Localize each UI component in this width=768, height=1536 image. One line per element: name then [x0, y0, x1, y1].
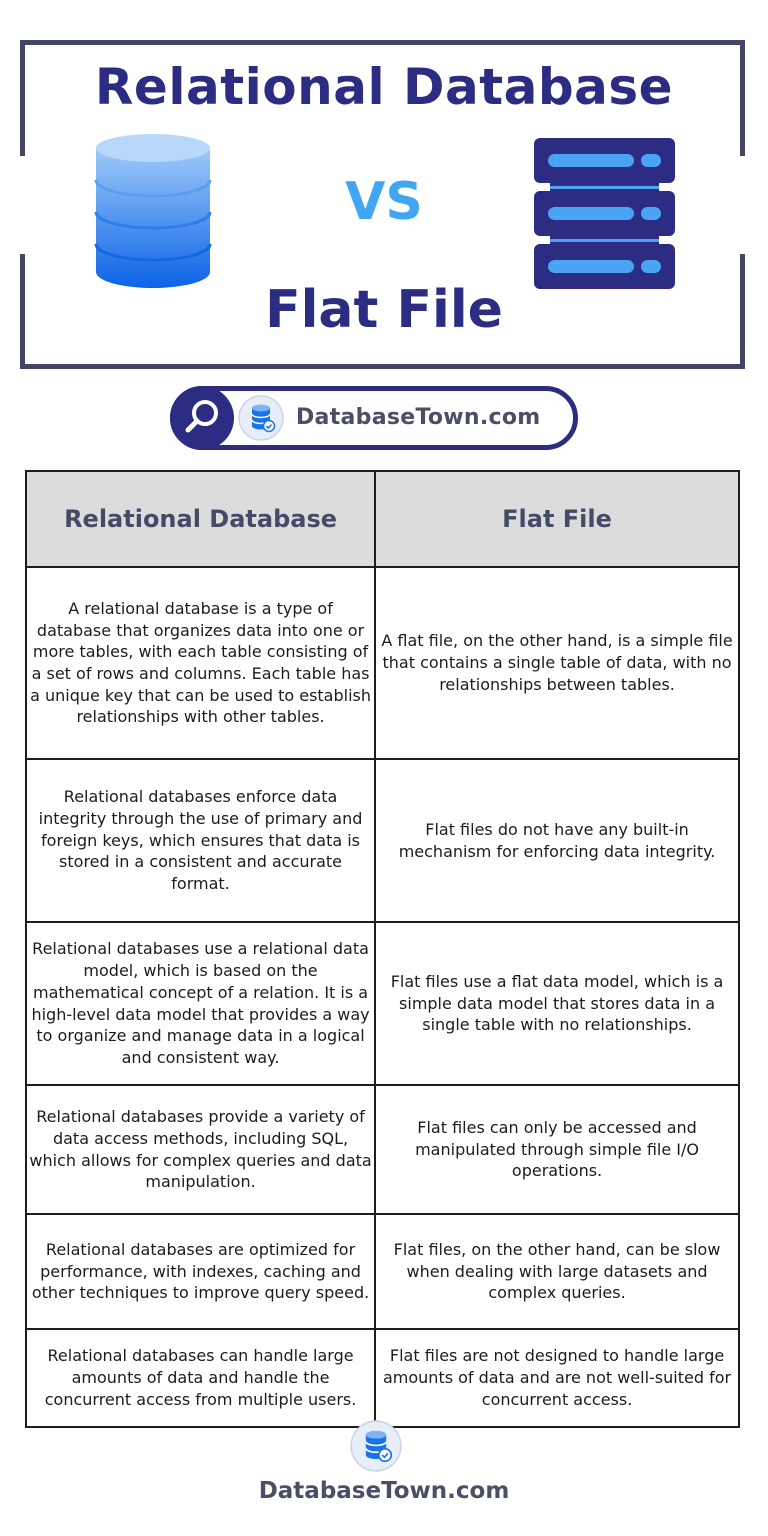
cell-relational: A relational database is a type of datab… — [24, 566, 377, 760]
table-row: Relational databases provide a variety o… — [24, 1084, 740, 1215]
title-vs: VS — [345, 172, 423, 232]
database-stack-icon — [94, 134, 212, 288]
table-row: A relational database is a type of datab… — [24, 566, 740, 760]
cell-flat-file: Flat files can only be accessed and mani… — [374, 1084, 740, 1215]
search-icon — [185, 400, 218, 433]
table-row: Relational databases are optimized for p… — [24, 1213, 740, 1330]
cell-relational: Relational databases enforce data integr… — [24, 758, 377, 923]
table-row: Relational databases enforce data integr… — [24, 758, 740, 923]
database-logo-icon — [238, 395, 284, 441]
header-frame-bottom — [20, 364, 745, 369]
cell-flat-file: Flat files, on the other hand, can be sl… — [374, 1213, 740, 1330]
header-frame-right-bottom — [740, 254, 745, 369]
cell-relational: Relational databases use a relational da… — [24, 921, 377, 1086]
column-header-relational: Relational Database — [24, 470, 377, 568]
comparison-table: Relational Database Flat File A relation… — [24, 470, 740, 1428]
search-button[interactable] — [170, 386, 234, 450]
footer-database-logo-icon — [350, 1420, 402, 1472]
header-frame-left-bottom — [20, 254, 25, 369]
site-search-bar[interactable] — [170, 386, 578, 450]
site-name-text[interactable]: DatabaseTown.com — [296, 405, 541, 430]
table-header-row: Relational Database Flat File — [24, 470, 740, 568]
cell-relational: Relational databases are optimized for p… — [24, 1213, 377, 1330]
cell-flat-file: Flat files are not designed to handle la… — [374, 1328, 740, 1428]
cell-relational: Relational databases provide a variety o… — [24, 1084, 377, 1215]
column-header-flat-file: Flat File — [374, 470, 740, 568]
footer-site-name[interactable]: DatabaseTown.com — [258, 1478, 510, 1504]
cell-relational: Relational databases can handle large am… — [24, 1328, 377, 1428]
server-rack-icon — [534, 138, 675, 289]
cell-flat-file: Flat files do not have any built-in mech… — [374, 758, 740, 923]
table-row: Relational databases can handle large am… — [24, 1328, 740, 1428]
title-flat-file: Flat File — [265, 280, 503, 340]
header-frame-right-top — [740, 40, 745, 156]
table-row: Relational databases use a relational da… — [24, 921, 740, 1086]
header-frame-left-top — [20, 40, 25, 156]
cell-flat-file: Flat files use a flat data model, which … — [374, 921, 740, 1086]
header-frame-top — [20, 40, 745, 45]
title-relational-database: Relational Database — [94, 58, 674, 116]
cell-flat-file: A flat file, on the other hand, is a sim… — [374, 566, 740, 760]
